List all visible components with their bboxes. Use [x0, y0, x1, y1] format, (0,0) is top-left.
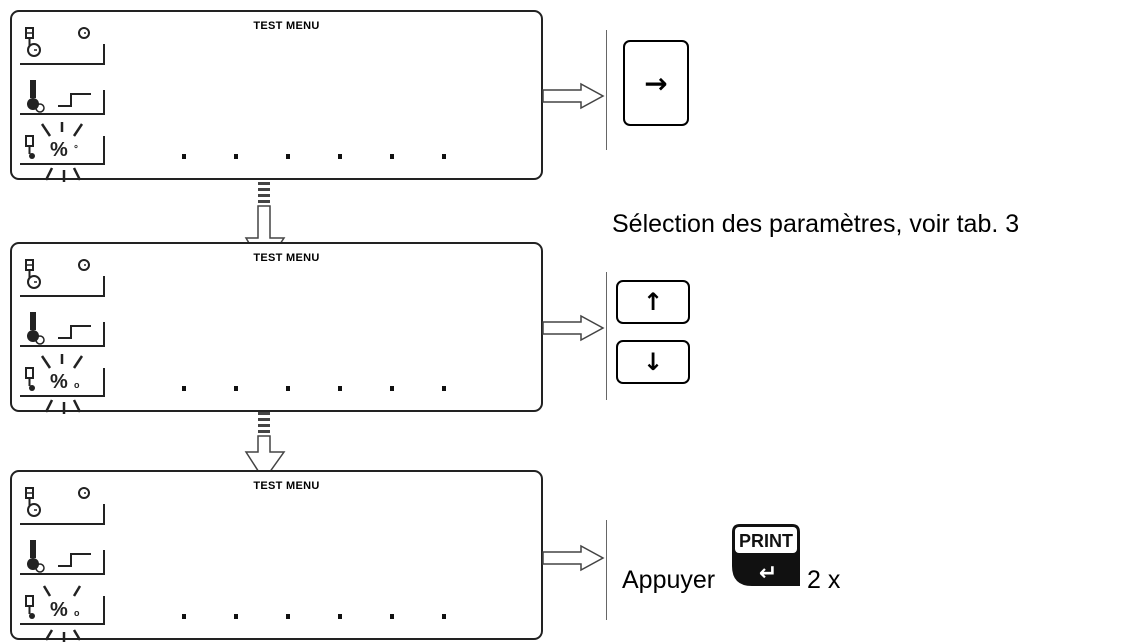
svg-text:o: o: [74, 380, 80, 390]
weight-clock-icon: [16, 24, 106, 72]
print-key-text: PRINT: [739, 531, 793, 551]
thermometer-step-icon: [16, 536, 106, 580]
hollow-arrow-right-3: [542, 544, 605, 572]
right-arrow-key: →: [623, 40, 689, 126]
enter-glyph: ↵: [759, 561, 777, 586]
svg-text:o: o: [74, 608, 80, 618]
lcd-screen-3: TEST MENU % o: [10, 470, 543, 642]
lcd-screen-1: TEST MENU % °: [10, 10, 543, 182]
right-arrow-glyph: →: [644, 66, 668, 100]
down-arrow-glyph: ↓: [642, 348, 664, 376]
side-line-2: [606, 272, 607, 400]
thermometer-step-icon: [16, 76, 106, 120]
lcd-title-3: TEST MENU: [253, 480, 320, 492]
thermometer-step-icon: [16, 308, 106, 352]
lcd-screen-2: TEST MENU % o: [10, 242, 543, 414]
lcd-title-2: TEST MENU: [253, 252, 320, 264]
weight-clock-icon: [16, 484, 106, 532]
svg-text:%: %: [50, 371, 68, 393]
up-arrow-key: ↑: [616, 280, 690, 324]
press-prefix-label: Appuyer: [622, 566, 716, 594]
up-arrow-glyph: ↑: [642, 288, 664, 316]
print-key: PRINT ↵: [728, 520, 804, 592]
weight-percent-icon: % o: [16, 354, 106, 416]
parameter-selection-note: Sélection des paramètres, voir tab. 3: [612, 210, 1020, 238]
hollow-arrow-down-2: [244, 412, 286, 482]
hollow-arrow-right-1: [542, 82, 605, 110]
lcd-title-1: TEST MENU: [253, 20, 320, 32]
svg-text:°: °: [74, 144, 78, 155]
hollow-arrow-right-2: [542, 314, 605, 342]
weight-percent-icon: % °: [16, 122, 106, 184]
down-arrow-key: ↓: [616, 340, 690, 384]
side-line-3: [606, 520, 607, 620]
svg-text:%: %: [50, 599, 68, 621]
weight-percent-icon: % o: [16, 582, 106, 644]
svg-text:%: %: [50, 139, 68, 161]
side-line-1: [606, 30, 607, 150]
press-suffix-label: 2 x: [807, 566, 841, 594]
weight-clock-icon: [16, 256, 106, 304]
